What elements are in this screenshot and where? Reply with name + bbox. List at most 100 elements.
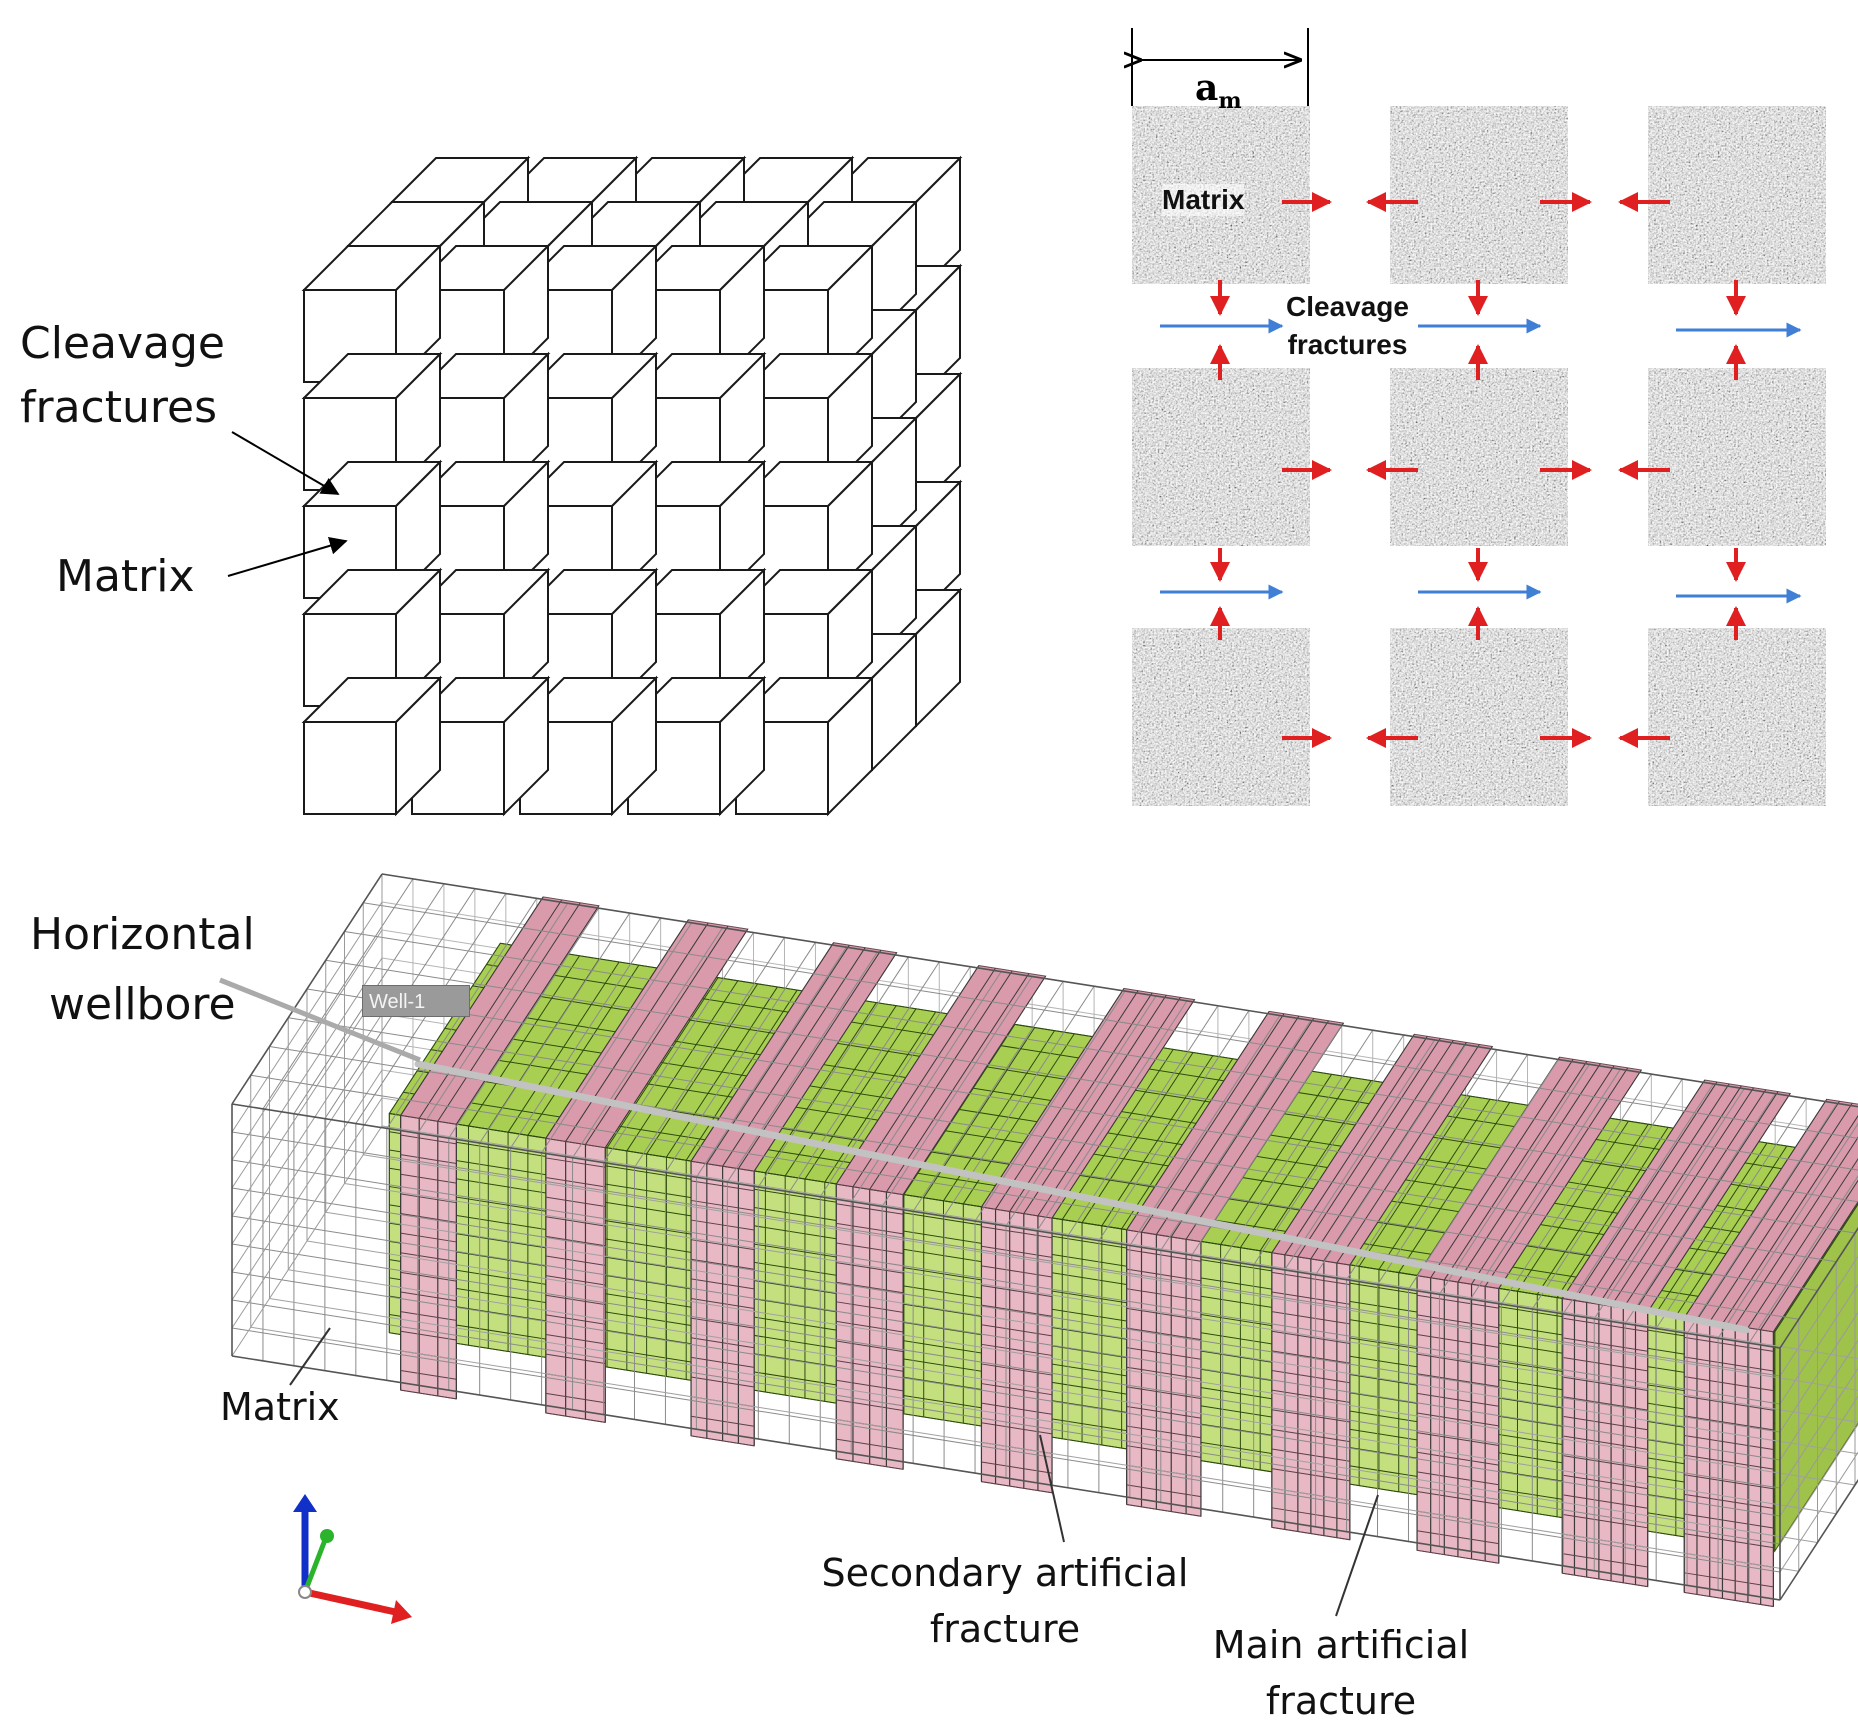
grid-line <box>269 1298 1818 1543</box>
grid-line <box>981 1265 1053 1278</box>
grid-line <box>458 1006 1845 1226</box>
grid-line <box>288 1269 1837 1515</box>
secondary-fracture-line <box>1126 1011 1270 1231</box>
grid-line <box>981 1363 1053 1376</box>
grid-line <box>545 1137 606 1149</box>
grid-line <box>400 1291 457 1302</box>
grid-line <box>836 1360 904 1372</box>
secondary-fracture-line <box>418 899 563 1119</box>
grid-line <box>1684 1356 1774 1372</box>
model-outline <box>1779 1226 1858 1349</box>
grid-line <box>1416 1530 1499 1545</box>
grid-line <box>1271 1252 1350 1266</box>
wellbore-pointer <box>219 977 421 1063</box>
grid-line <box>1416 1392 1499 1407</box>
grid-line <box>1126 1425 1202 1439</box>
grid-line <box>836 1222 904 1235</box>
grid-line <box>231 1271 1781 1517</box>
grid-line <box>836 1301 904 1313</box>
grid-line <box>1684 1434 1774 1451</box>
grid-line <box>472 985 1858 1205</box>
grid-line <box>400 1369 457 1380</box>
z-axis-arrowhead <box>293 1494 317 1512</box>
cleavage-fractures-label: Cleavage fractures <box>20 318 225 433</box>
grid-line <box>690 1160 755 1172</box>
secondary-fracture-line <box>1635 1091 1779 1311</box>
secondary-fracture-line <box>1683 1098 1828 1319</box>
grid-line <box>836 1320 904 1333</box>
grid-line <box>545 1157 606 1168</box>
grid-line <box>836 1458 904 1470</box>
grid-line <box>1684 1474 1774 1490</box>
secondary-fracture-line <box>1772 1201 1858 1333</box>
matrix-block <box>1132 628 1310 806</box>
grid-line <box>981 1481 1053 1494</box>
matrix-block <box>1648 106 1826 284</box>
grid-line <box>690 1199 755 1211</box>
grid-line <box>690 1258 755 1270</box>
secondary-fracture-pointer <box>1039 1434 1065 1543</box>
grid-line <box>690 1376 755 1388</box>
dimension-label: am <box>1195 67 1242 114</box>
matrix-block <box>1390 628 1568 806</box>
grid-line <box>690 1298 755 1309</box>
secondary-fracture-label: Secondary artificial fracture <box>821 1551 1189 1651</box>
grid-line <box>1562 1356 1648 1372</box>
grid-line <box>981 1304 1053 1317</box>
horizontal-wellbore-label: Horizontal wellbore <box>30 909 255 1030</box>
secondary-fracture-line <box>455 905 600 1125</box>
grid-line <box>981 1226 1053 1239</box>
grid-line <box>1126 1445 1202 1458</box>
y-axis-icon <box>302 1539 328 1593</box>
secondary-fracture-line <box>1561 1079 1706 1299</box>
secondary-fracture-line <box>1349 1046 1493 1266</box>
grid-line <box>389 1131 1775 1351</box>
grid-line <box>400 1193 457 1204</box>
grid-line <box>400 1232 457 1243</box>
x-axis-arrowhead <box>391 1600 412 1624</box>
grid-line <box>1126 1386 1202 1400</box>
grid-line <box>836 1183 904 1196</box>
main-fracture-pointer <box>1335 1494 1379 1617</box>
secondary-fracture-line <box>1471 1065 1615 1285</box>
matrix-label-b: Matrix <box>1162 184 1245 216</box>
grid-line <box>545 1216 606 1227</box>
model-outline <box>231 1103 1781 1349</box>
secondary-fracture-line <box>1734 1136 1858 1327</box>
grid-line <box>250 1326 1799 1572</box>
secondary-fracture-line <box>1598 1085 1742 1305</box>
grid-line <box>400 1311 457 1321</box>
grid-line <box>1126 1405 1202 1419</box>
matrix-block <box>1390 106 1568 284</box>
grid-line <box>1562 1454 1648 1470</box>
grid-line <box>1684 1591 1774 1607</box>
grid-line <box>1126 1248 1202 1262</box>
secondary-fracture-line <box>902 975 1047 1195</box>
cube-front-face <box>303 721 397 815</box>
dimension-subscript: m <box>1218 88 1241 114</box>
grid-line <box>1562 1494 1648 1509</box>
grid-line <box>400 1271 457 1282</box>
matrix-pointer-arrow <box>227 536 348 577</box>
secondary-fracture-line <box>1574 1081 1718 1301</box>
grid-line <box>325 959 1858 1203</box>
grid-line <box>231 1159 1781 1405</box>
grid-line <box>1562 1572 1648 1588</box>
grid-line <box>250 1074 1799 1320</box>
grid-line <box>231 1243 1781 1489</box>
grid-line <box>690 1278 755 1290</box>
secondary-fracture-line <box>1610 1087 1755 1307</box>
axis-triad <box>293 1494 412 1624</box>
grid-line <box>1562 1337 1648 1352</box>
grid-line <box>389 1240 1775 1461</box>
secondary-fracture-line <box>437 902 581 1122</box>
grid-line <box>1684 1336 1774 1352</box>
grid-line <box>545 1235 606 1247</box>
grid-line <box>306 988 1856 1234</box>
secondary-fracture-line <box>1722 1115 1858 1325</box>
grid-line <box>1416 1471 1499 1486</box>
grid-line <box>981 1402 1053 1415</box>
reservoir-grid-model <box>231 873 1858 1608</box>
grid-line <box>1416 1490 1499 1505</box>
secondary-fracture-line <box>545 919 689 1139</box>
